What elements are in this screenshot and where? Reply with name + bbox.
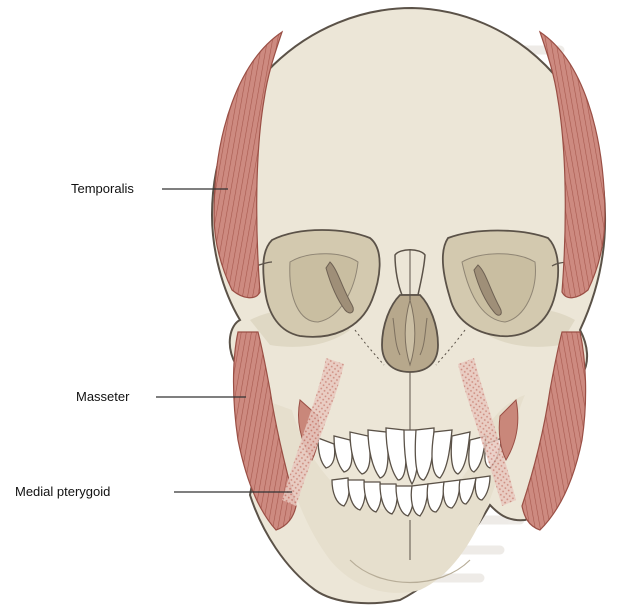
label-masseter: Masseter — [76, 389, 129, 405]
label-medial-pterygoid: Medial pterygoid — [15, 484, 110, 500]
label-temporalis: Temporalis — [71, 181, 134, 197]
